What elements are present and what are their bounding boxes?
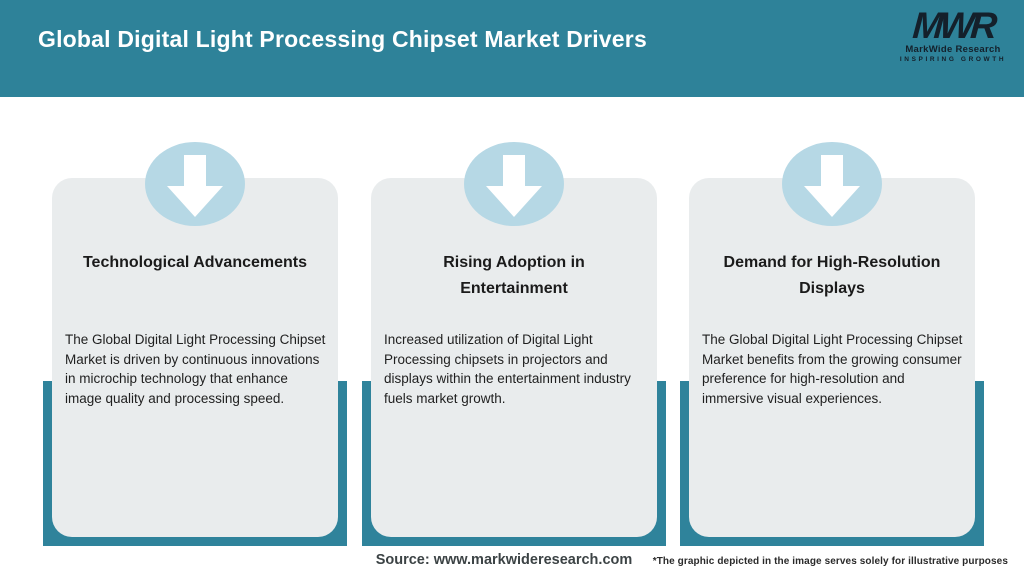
card-title: Technological Advancements xyxy=(82,254,308,271)
source-line: Source: www.markwideresearch.com xyxy=(375,552,633,568)
header-bar: Global Digital Light Processing Chipset … xyxy=(0,0,1024,97)
logo-company-name: MarkWide Research xyxy=(905,44,1001,55)
driver-card-high-resolution-displays: Demand for High-Resolution Displays The … xyxy=(689,178,975,537)
markwide-research-logo: MWR MarkWide Research INSPIRING GROWTH xyxy=(898,5,1008,63)
disclaimer-note: *The graphic depicted in the image serve… xyxy=(652,556,1008,567)
card-description: Increased utilization of Digital Light P… xyxy=(384,332,631,406)
card-description: The Global Digital Light Processing Chip… xyxy=(702,332,963,406)
down-arrow-icon xyxy=(486,155,542,217)
logo-monogram-icon: MWR xyxy=(911,5,995,46)
card-title: Rising Adoption in Entertainment xyxy=(443,254,585,297)
driver-card-technological-advancements: Technological Advancements The Global Di… xyxy=(52,178,338,537)
card-description: The Global Digital Light Processing Chip… xyxy=(65,332,326,406)
logo-tagline: INSPIRING GROWTH xyxy=(899,56,1007,63)
page-title: Global Digital Light Processing Chipset … xyxy=(38,26,647,52)
down-arrow-icon xyxy=(167,155,223,217)
down-arrow-icon xyxy=(804,155,860,217)
driver-card-rising-adoption: Rising Adoption in Entertainment Increas… xyxy=(371,178,657,537)
card-title: Demand for High-Resolution Displays xyxy=(723,254,941,297)
